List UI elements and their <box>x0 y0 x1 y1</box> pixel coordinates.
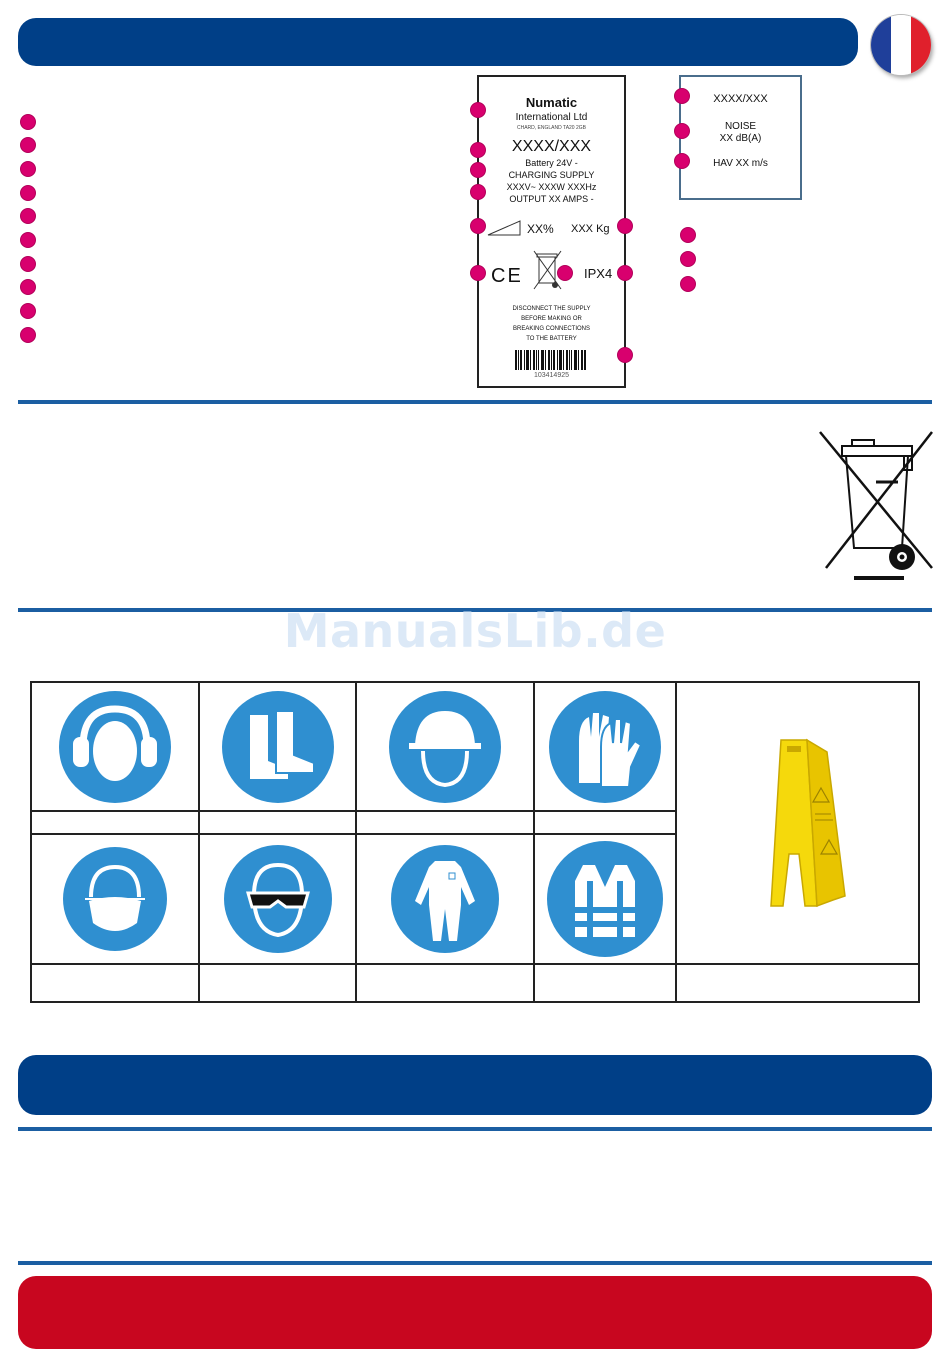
section-rule <box>18 400 932 404</box>
label-callout-dot <box>470 142 486 158</box>
hav-value: HAV XX m/s <box>713 158 768 169</box>
noise-value: XX dB(A) <box>719 133 762 144</box>
hard-hat-icon <box>389 690 502 803</box>
section-rule <box>18 608 932 612</box>
label-charging: CHARGING SUPPLY <box>508 170 595 180</box>
noise-callout-dot <box>680 251 696 267</box>
label-callout-dot <box>470 184 486 200</box>
label-brand: Numatic <box>525 95 578 110</box>
label-output: OUTPUT XX AMPS - <box>509 194 594 204</box>
section-header-bar <box>18 1055 932 1115</box>
ppe-cell <box>355 833 535 965</box>
label-callout-dot <box>470 102 486 118</box>
callout-dot <box>20 327 36 343</box>
callout-dot <box>20 161 36 177</box>
noise-title: NOISE <box>724 121 757 132</box>
ppe-caption-cell <box>355 963 535 1003</box>
barcode-number: 103414925 <box>533 372 570 379</box>
noise-callout-dot <box>674 153 690 169</box>
noise-callout-dot <box>674 123 690 139</box>
label-warning-4: TO THE BATTERY <box>526 336 577 342</box>
noise-label: XXXX/XXX NOISE XX dB(A) HAV XX m/s <box>679 75 802 200</box>
label-callout-dot <box>617 265 633 281</box>
ppe-cell <box>532 681 677 812</box>
footer-warning-bar <box>18 1276 932 1349</box>
ppe-cell <box>197 833 358 965</box>
french-flag-icon <box>871 15 931 75</box>
label-input: XXXV~ XXXW XXXHz <box>506 182 597 192</box>
ppe-caption-cell <box>197 810 358 835</box>
label-callout-dot <box>617 218 633 234</box>
ppe-caption-cell <box>30 963 200 1003</box>
weee-bin-icon <box>533 250 562 290</box>
ppe-caption-cell <box>30 810 200 835</box>
gradient-icon <box>487 220 521 236</box>
noise-model: XXXX/XXX <box>713 93 768 105</box>
ppe-caption-cell <box>355 810 535 835</box>
callout-dot <box>20 256 36 272</box>
label-callout-dot <box>617 347 633 363</box>
section-rule <box>18 1261 932 1265</box>
safety-glasses-icon <box>223 845 332 953</box>
ppe-cell <box>532 833 677 965</box>
noise-callout-dot <box>680 276 696 292</box>
hi-vis-vest-icon <box>546 841 663 957</box>
safety-boots-icon <box>221 690 334 803</box>
ip-rating: IPX4 <box>584 266 613 281</box>
callout-dot <box>20 279 36 295</box>
safety-gloves-icon <box>548 690 661 803</box>
label-warning-2: BEFORE MAKING OR <box>521 316 582 322</box>
watermark: ManualsLib.de <box>283 604 667 658</box>
callout-dot <box>20 185 36 201</box>
label-warning-1: DISCONNECT THE SUPPLY <box>512 306 591 312</box>
label-battery: Battery 24V - <box>525 158 578 168</box>
label-model: XXXX/XXX <box>511 138 592 155</box>
label-address: CHARD, ENGLAND TA20 2GB <box>516 125 586 131</box>
ppe-caption-cell <box>532 810 677 835</box>
label-callout-dot <box>470 218 486 234</box>
callout-dot <box>20 114 36 130</box>
callout-dot <box>20 208 36 224</box>
label-company: International Ltd <box>515 112 588 123</box>
label-callout-dot <box>557 265 573 281</box>
ppe-cell <box>197 681 358 812</box>
header-bar <box>18 18 858 66</box>
section-rule <box>18 1127 932 1131</box>
label-callout-dot <box>470 162 486 178</box>
label-gradient: XX% <box>527 222 554 236</box>
wet-floor-sign-cell <box>674 681 921 965</box>
ppe-cell <box>30 833 200 965</box>
dust-mask-icon <box>62 847 167 951</box>
wet-floor-sign-icon <box>770 738 847 908</box>
callout-dot <box>20 303 36 319</box>
rating-label: Numatic International Ltd CHARD, ENGLAND… <box>477 75 626 388</box>
protective-overalls-icon <box>391 845 500 953</box>
ppe-cell <box>30 681 200 812</box>
noise-callout-dot <box>674 88 690 104</box>
barcode <box>515 350 586 370</box>
ppe-caption-cell <box>197 963 358 1003</box>
ce-mark: CE <box>491 265 523 287</box>
ppe-cell <box>355 681 535 812</box>
ppe-caption-cell <box>532 963 677 1003</box>
noise-callout-dot <box>680 227 696 243</box>
callout-dot <box>20 137 36 153</box>
ppe-caption-cell <box>674 963 921 1003</box>
label-callout-dot <box>470 265 486 281</box>
callout-dot <box>20 232 36 248</box>
weee-crossed-bin-icon <box>819 431 933 580</box>
label-warning-3: BREAKING CONNECTIONS <box>512 326 590 332</box>
label-weight: XXX Kg <box>571 223 610 235</box>
ppe-table <box>30 681 921 1003</box>
ear-protection-icon <box>58 690 171 803</box>
